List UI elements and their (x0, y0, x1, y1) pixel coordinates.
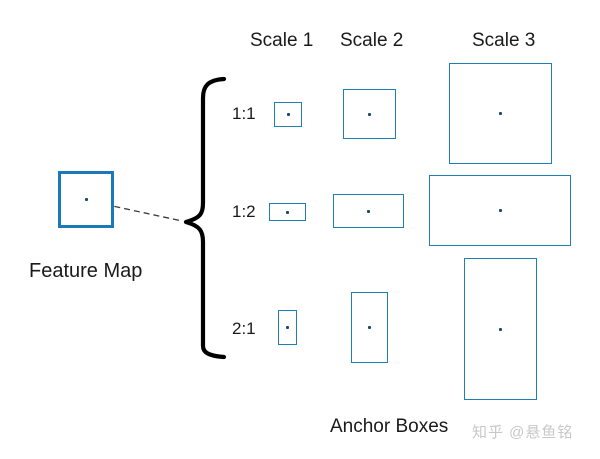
feature-map-label: Feature Map (29, 260, 143, 282)
zhihu-watermark: 知乎 @悬鱼铭 (472, 424, 574, 441)
center-dot (499, 327, 502, 331)
anchor-box-ratio-1-1-scale-3 (449, 63, 552, 164)
anchor-box-ratio-1-1-scale-1 (274, 102, 302, 127)
feature-map-box (58, 171, 114, 228)
anchor-box-ratio-2-1-scale-1 (278, 310, 297, 345)
ratio-label-1-2: 1:2 (232, 202, 256, 221)
center-dot (498, 209, 502, 212)
anchor-box-ratio-2-1-scale-2 (351, 292, 388, 363)
anchor-box-ratio-1-2-scale-3 (429, 175, 571, 246)
curly-brace (183, 76, 227, 360)
ratio-label-1-1: 1:1 (232, 104, 256, 123)
anchor-box-ratio-1-2-scale-2 (333, 194, 404, 228)
center-dot (286, 210, 289, 214)
anchor-box-ratio-1-2-scale-1 (269, 203, 306, 221)
scale-1-header: Scale 1 (250, 30, 314, 51)
center-dot (286, 326, 289, 329)
center-dot (84, 198, 88, 201)
anchor-box-ratio-1-1-scale-2 (343, 89, 396, 139)
ratio-label-2-1: 2:1 (232, 319, 256, 338)
scale-2-header: Scale 2 (340, 30, 404, 51)
center-dot (286, 113, 290, 116)
anchor-boxes-label: Anchor Boxes (330, 416, 449, 437)
scale-3-header: Scale 3 (472, 30, 536, 51)
center-dot (367, 209, 370, 213)
center-dot (368, 112, 371, 116)
anchor-box-ratio-2-1-scale-3 (464, 258, 537, 400)
center-dot (368, 326, 371, 329)
center-dot (499, 112, 502, 115)
